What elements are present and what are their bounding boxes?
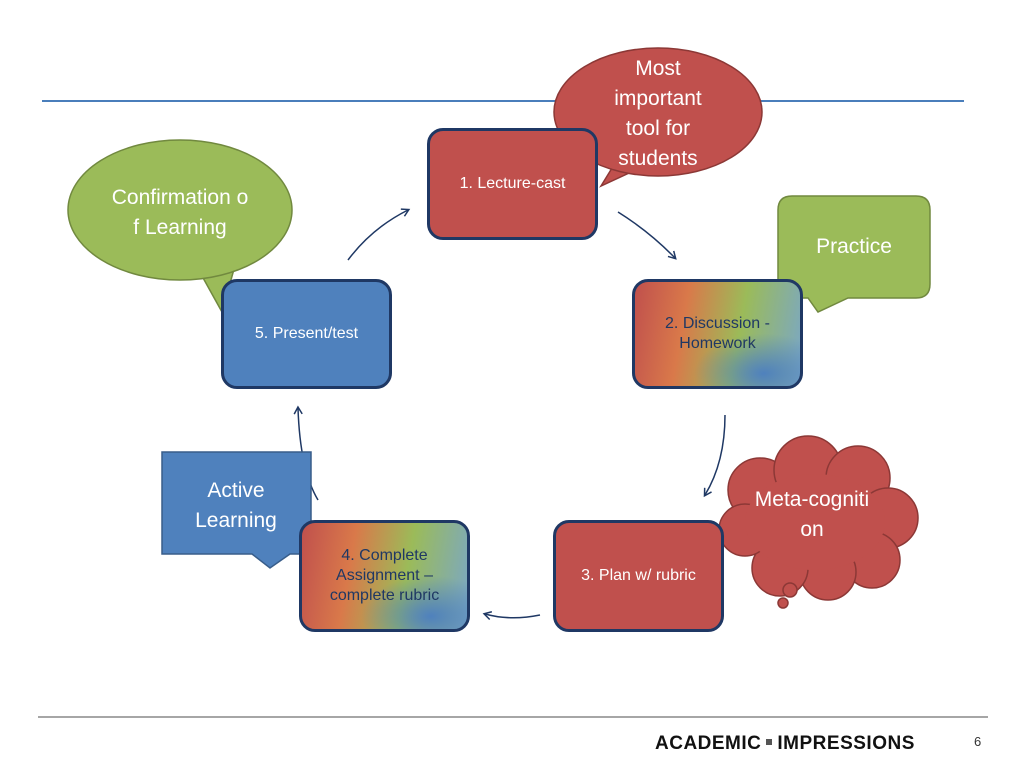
callout-active-learning-shape <box>161 451 312 569</box>
step-2-label: 2. Discussion - Homework <box>665 315 770 352</box>
step-3-plan-rubric: 3. Plan w/ rubric <box>553 520 724 632</box>
step-2-discussion-homework: 2. Discussion - Homework <box>632 279 803 389</box>
callout-active-learning-text: Active Learning <box>195 479 277 532</box>
arrow-5-to-1 <box>347 208 411 261</box>
arrow-2-to-3 <box>703 414 726 498</box>
step-4-complete-assignment: 4. Complete Assignment – complete rubric <box>299 520 470 632</box>
footer-divider <box>38 716 988 718</box>
callout-most-important-text: Most important tool for students <box>614 57 702 170</box>
page-number: 6 <box>974 734 982 749</box>
arrow-1-to-2 <box>617 211 677 260</box>
step-1-label: 1. Lecture-cast <box>459 175 566 192</box>
step-5-present-test: 5. Present/test <box>221 279 392 389</box>
callout-metacognition-text: Meta-cognition <box>754 488 870 541</box>
step-4-label: 4. Complete Assignment – complete rubric <box>329 547 440 604</box>
callout-metacognition-shape <box>718 435 919 609</box>
callout-confirmation-text: Confirmation of Learning <box>111 186 249 239</box>
brand-logo: ACADEMIC IMPRESSIONS <box>655 733 915 755</box>
arrow-3-to-4 <box>482 611 541 620</box>
brand-separator-icon <box>766 738 773 745</box>
step-1-lecture-cast: 1. Lecture-cast <box>427 128 598 240</box>
callout-practice-text: Practice <box>816 235 892 258</box>
title-divider <box>42 100 964 102</box>
step-3-label: 3. Plan w/ rubric <box>581 567 696 584</box>
brand-right: IMPRESSIONS <box>777 733 915 754</box>
step-5-label: 5. Present/test <box>254 325 359 342</box>
brand-left: ACADEMIC <box>655 733 762 754</box>
